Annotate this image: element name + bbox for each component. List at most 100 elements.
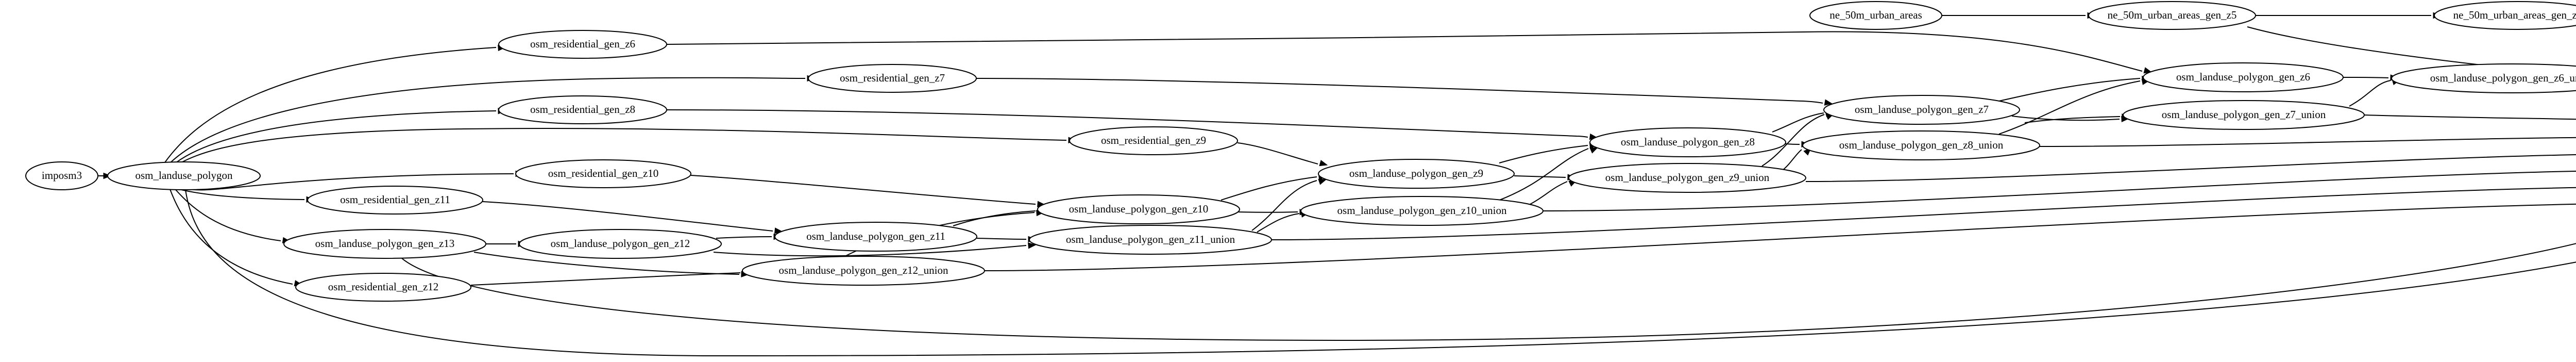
graph-node-osm_landuse_polygon_gen_z10[interactable]: osm_landuse_polygon_gen_z10: [1037, 194, 1240, 224]
edge-path: [1530, 181, 1568, 205]
graph-edge: [1257, 211, 1310, 233]
node-ellipse[interactable]: [2123, 100, 2365, 130]
graph-edge: [1237, 142, 1328, 167]
node-ellipse[interactable]: [25, 161, 98, 190]
graph-node-osm_landuse_polygon_gen_z9[interactable]: osm_landuse_polygon_gen_z9: [1318, 159, 1515, 189]
graph-node-osm_landuse_polygon_gen_z12[interactable]: osm_landuse_polygon_gen_z12: [519, 229, 722, 259]
graph-node-imposm3[interactable]: imposm3: [25, 161, 98, 190]
node-ellipse[interactable]: [1318, 159, 1515, 189]
graph-edge: [164, 44, 506, 163]
node-label: ne_50m_urban_areas_gen_z5: [2108, 9, 2237, 21]
edge-path: [2039, 137, 2576, 147]
graph-edge: [170, 75, 816, 163]
edge-path: [1494, 148, 1589, 203]
graph-node-osm_landuse_polygon_gen_z9_union[interactable]: osm_landuse_polygon_gen_z9_union: [1568, 163, 1806, 193]
edge-path: [401, 243, 2576, 341]
node-label: osm_landuse_polygon_gen_z9: [1349, 167, 1483, 179]
graph-node-osm_landuse_polygon_gen_z13[interactable]: osm_landuse_polygon_gen_z13: [283, 229, 486, 259]
node-ellipse[interactable]: [1069, 126, 1238, 155]
graph-edge: [713, 242, 1037, 257]
edge-path: [1271, 187, 2576, 240]
graph-node-osm_landuse_polygon[interactable]: osm_landuse_polygon: [107, 161, 261, 190]
edge-path: [1782, 149, 1802, 171]
graph-node-osm_landuse_polygon_gen_z6_union[interactable]: osm_landuse_polygon_gen_z6_union: [2391, 63, 2576, 93]
node-label: osm_landuse_polygon_gen_z6_union: [2430, 72, 2576, 84]
graph-edge: [2349, 79, 2401, 107]
graph-node-osm_residential_gen_z9[interactable]: osm_residential_gen_z9: [1069, 126, 1238, 155]
graph-edge: [2256, 12, 2442, 19]
node-label: osm_residential_gen_z10: [548, 167, 659, 179]
node-ellipse[interactable]: [1568, 163, 1806, 193]
graph-node-osm_residential_gen_z6[interactable]: osm_residential_gen_z6: [498, 30, 667, 59]
graph-node-osm_residential_gen_z7[interactable]: osm_residential_gen_z7: [808, 64, 977, 93]
graph-node-osm_residential_gen_z8[interactable]: osm_residential_gen_z8: [498, 95, 667, 124]
node-ellipse[interactable]: [498, 95, 667, 124]
edge-path: [170, 189, 293, 285]
graph-edge: [976, 78, 1833, 106]
graph-node-osm_landuse_polygon_gen_z11[interactable]: osm_landuse_polygon_gen_z11: [774, 222, 977, 252]
node-ellipse[interactable]: [1589, 127, 1786, 157]
edge-path: [1251, 180, 1317, 231]
graph-node-osm_landuse_polygon_gen_z7_union[interactable]: osm_landuse_polygon_gen_z7_union: [2123, 100, 2365, 130]
graph-edge: [1499, 142, 1598, 163]
graph-node-osm_landuse_polygon_gen_z11_union[interactable]: osm_landuse_polygon_gen_z11_union: [1029, 225, 1272, 255]
node-ellipse[interactable]: [1300, 196, 1544, 226]
graph-node-osm_residential_gen_z11[interactable]: osm_residential_gen_z11: [307, 186, 483, 215]
node-ellipse[interactable]: [283, 229, 486, 259]
edge-path: [181, 128, 1067, 163]
node-ellipse[interactable]: [1037, 194, 1240, 224]
graph-node-osm_landuse_polygon_gen_z8_union[interactable]: osm_landuse_polygon_gen_z8_union: [1802, 130, 2040, 160]
graph-edge: [953, 208, 1046, 226]
graph-node-osm_landuse_polygon_gen_z8[interactable]: osm_landuse_polygon_gen_z8: [1589, 127, 1786, 157]
edge-path: [2011, 116, 2120, 121]
node-ellipse[interactable]: [742, 256, 985, 286]
node-label: osm_landuse_polygon_gen_z10_union: [1337, 204, 1507, 217]
node-label: osm_landuse_polygon_gen_z11_union: [1066, 233, 1235, 245]
node-label: imposm3: [42, 169, 82, 182]
node-ellipse[interactable]: [1809, 1, 1942, 30]
graph-node-osm_landuse_polygon_gen_z7[interactable]: osm_landuse_polygon_gen_z7: [1823, 95, 2020, 125]
node-ellipse[interactable]: [2143, 62, 2344, 92]
edge-arrowhead: [1589, 147, 1599, 154]
graph-edge: [1543, 170, 2576, 211]
edge-path: [2343, 77, 2389, 78]
node-ellipse[interactable]: [808, 64, 977, 93]
node-ellipse[interactable]: [307, 186, 483, 215]
graph-edge: [2024, 113, 2130, 123]
graph-node-osm_landuse_polygon_gen_z10_union[interactable]: osm_landuse_polygon_gen_z10_union: [1300, 196, 1544, 226]
node-ellipse[interactable]: [498, 30, 667, 59]
graph-node-osm_residential_gen_z10[interactable]: osm_residential_gen_z10: [515, 159, 691, 188]
edge-path: [666, 109, 1588, 138]
graph-node-ne_50m_urban_areas_gen_z5[interactable]: ne_50m_urban_areas_gen_z5: [2088, 1, 2256, 30]
node-ellipse[interactable]: [2391, 63, 2576, 93]
node-ellipse[interactable]: [295, 273, 471, 302]
node-ellipse[interactable]: [515, 159, 691, 188]
graph-node-ne_50m_urban_areas_gen_z4[interactable]: ne_50m_urban_areas_gen_z4: [2434, 1, 2576, 30]
node-ellipse[interactable]: [2434, 1, 2576, 30]
graph-node-ne_50m_urban_areas[interactable]: ne_50m_urban_areas: [1809, 1, 1942, 30]
node-label: ne_50m_urban_areas: [1829, 9, 1922, 21]
node-ellipse[interactable]: [1823, 95, 2020, 125]
node-ellipse[interactable]: [519, 229, 722, 259]
edge-path: [1805, 154, 2576, 182]
node-ellipse[interactable]: [107, 161, 261, 190]
edge-path: [185, 189, 2576, 357]
graph-node-osm_residential_gen_z12[interactable]: osm_residential_gen_z12: [295, 273, 471, 302]
graph-edge: [181, 128, 1077, 163]
graph-edge: [1251, 178, 1327, 231]
edge-path: [1998, 78, 2141, 102]
edge-path: [473, 252, 740, 275]
graph-edge: [2364, 114, 2576, 120]
node-ellipse[interactable]: [2088, 1, 2256, 30]
node-ellipse[interactable]: [1029, 225, 1272, 255]
edge-path: [1543, 170, 2576, 211]
graph-node-osm_landuse_polygon_gen_z12_union[interactable]: osm_landuse_polygon_gen_z12_union: [742, 256, 985, 286]
node-label: osm_residential_gen_z8: [530, 103, 635, 116]
edge-path: [1761, 114, 1825, 167]
graph-edge: [984, 203, 2576, 271]
graph-node-osm_landuse_polygon_gen_z6[interactable]: osm_landuse_polygon_gen_z6: [2143, 62, 2344, 92]
graph-edge: [976, 236, 1037, 243]
node-ellipse[interactable]: [774, 222, 977, 252]
node-label: osm_landuse_polygon: [135, 169, 233, 182]
node-ellipse[interactable]: [1802, 130, 2040, 160]
